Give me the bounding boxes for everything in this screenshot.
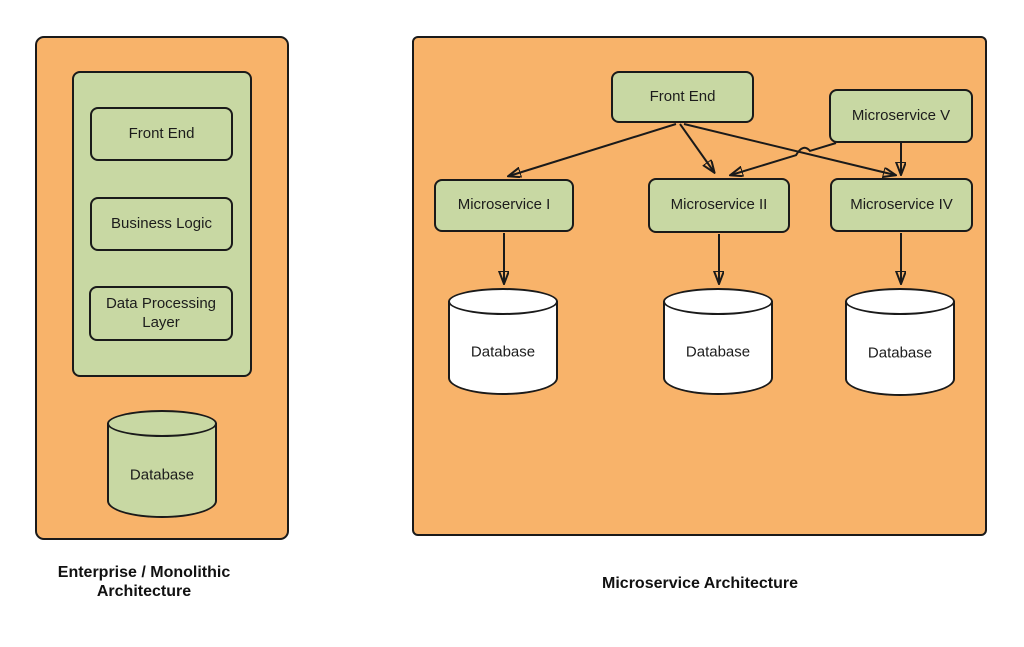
node-monolith-front-end-label: Front End — [128, 124, 195, 142]
cylinder-top-ellipse — [845, 288, 955, 315]
node-microservice-ii: Microservice II — [648, 178, 790, 233]
cylinder-body — [663, 301, 773, 395]
node-microservice-iv: Microservice IV — [830, 178, 973, 232]
node-microservice-v: Microservice V — [829, 89, 973, 143]
microservice-iv-database-cylinder: Database — [845, 288, 955, 396]
node-microservice-v-label: Microservice V — [851, 106, 951, 124]
monolith-database-label: Database — [129, 466, 195, 484]
node-microservice-i-label: Microservice I — [457, 196, 551, 214]
microservice-ii-database-label: Database — [685, 343, 751, 361]
monolith-database-cylinder: Database — [107, 410, 217, 518]
node-monolith-data-processing-layer: Data Processing Layer — [89, 286, 233, 341]
node-micro-front-end: Front End — [611, 71, 754, 123]
node-monolith-front-end: Front End — [90, 107, 233, 161]
microservice-i-database-label: Database — [470, 343, 536, 361]
node-microservice-i: Microservice I — [434, 179, 574, 232]
cylinder-top-ellipse — [448, 288, 558, 315]
node-monolith-business-logic-label: Business Logic — [111, 214, 212, 232]
microservice-iv-database-label: Database — [867, 344, 933, 362]
monolith-caption: Enterprise / Monolithic Architecture — [57, 564, 231, 601]
node-monolith-data-processing-layer-label: Data Processing Layer — [105, 294, 217, 331]
node-microservice-iv-label: Microservice IV — [850, 195, 953, 213]
cylinder-top-ellipse — [107, 410, 217, 437]
microservice-caption: Microservice Architecture — [602, 575, 798, 592]
cylinder-body — [448, 301, 558, 395]
microservice-ii-database-cylinder: Database — [663, 288, 773, 395]
node-monolith-business-logic: Business Logic — [90, 197, 233, 251]
cylinder-top-ellipse — [663, 288, 773, 315]
cylinder-body — [107, 423, 217, 518]
microservice-i-database-cylinder: Database — [448, 288, 558, 395]
node-microservice-ii-label: Microservice II — [670, 196, 768, 214]
node-micro-front-end-label: Front End — [649, 87, 716, 105]
cylinder-body — [845, 301, 955, 396]
